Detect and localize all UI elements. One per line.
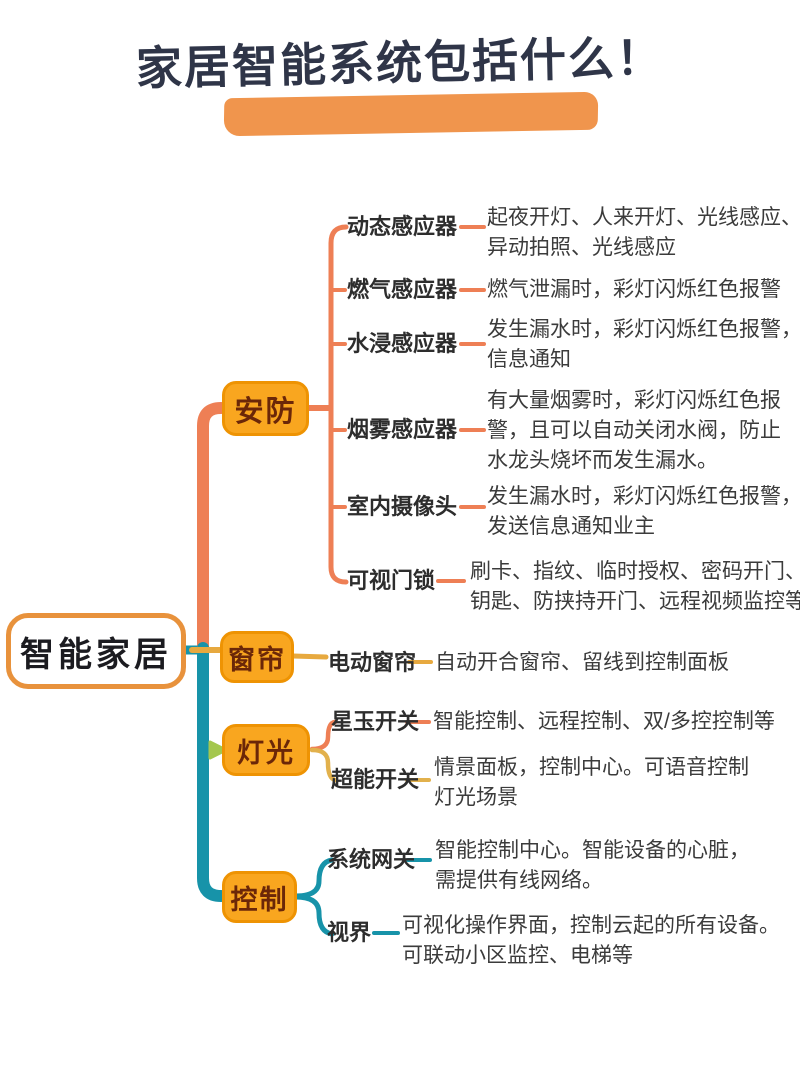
branch-node-control: 控制 [222, 871, 297, 923]
label-water-sensor: 水浸感应器 [347, 331, 458, 356]
root-node-smart-home: 智能家居 [6, 613, 186, 689]
control-trunk-line [197, 642, 227, 902]
control-bracket-bottom [293, 894, 335, 937]
desc-smoke-sensor: 有大量烟雾时，彩灯闪烁红色报警，且可以自动关闭水阀，防止水龙头烧坏而发生漏水。 [487, 389, 781, 472]
lighting-bracket-bottom [309, 747, 338, 783]
desc-xingyu-switch: 智能控制、远程控制、双/多控控制等 [433, 710, 775, 733]
label-motion-sensor: 动态感应器 [347, 214, 458, 239]
label-electric-curtain: 电动窗帘 [328, 650, 417, 675]
desc-gas-sensor: 燃气泄漏时，彩灯闪烁红色报警 [487, 278, 781, 301]
branch-node-curtain: 窗帘 [220, 631, 294, 683]
branch-node-lighting: 灯光 [222, 724, 310, 776]
page-title-text: 家居智能系统包括什么！ [135, 31, 665, 95]
label-indoor-camera: 室内摄像头 [347, 494, 458, 519]
label-video-doorlock: 可视门锁 [347, 568, 436, 593]
label-xingyu-switch: 星玉开关 [331, 709, 420, 734]
label-chaoneng-switch: 超能开关 [331, 767, 420, 792]
desc-water-sensor: 发生漏水时，彩灯闪烁红色报警，信息通知 [487, 318, 800, 371]
desc-motion-sensor: 起夜开灯、人来开灯、光线感应、异动拍照、光线感应 [487, 206, 800, 259]
desc-video-doorlock: 刷卡、指纹、临时授权、密码开门、钥匙、防挟持开门、远程视频监控等 [470, 560, 800, 613]
label-system-gateway: 系统网关 [327, 847, 416, 872]
desc-indoor-camera: 发生漏水时，彩灯闪烁红色报警，发送信息通知业主 [487, 485, 800, 538]
label-gas-sensor: 燃气感应器 [347, 277, 458, 302]
security-bracket-spine [328, 224, 349, 585]
label-smoke-sensor: 烟雾感应器 [347, 417, 458, 442]
lighting-arrow [208, 740, 228, 760]
control-bracket-top [293, 857, 335, 899]
lighting-bracket-top [309, 719, 338, 752]
desc-chaoneng-switch: 情景面板，控制中心。可语音控制灯光场景 [434, 756, 749, 809]
desc-shijie-view: 可视化操作界面，控制云起的所有设备。可联动小区监控、电梯等 [402, 914, 780, 967]
curtain-right-line [290, 653, 329, 660]
security-trunk-line [197, 402, 227, 658]
desc-system-gateway: 智能控制中心。智能设备的心脏，需提供有线网络。 [435, 839, 750, 892]
desc-electric-curtain: 自动开合窗帘、留线到控制面板 [435, 651, 729, 674]
branch-node-security: 安防 [222, 381, 309, 436]
label-shijie-view: 视界 [327, 920, 372, 945]
